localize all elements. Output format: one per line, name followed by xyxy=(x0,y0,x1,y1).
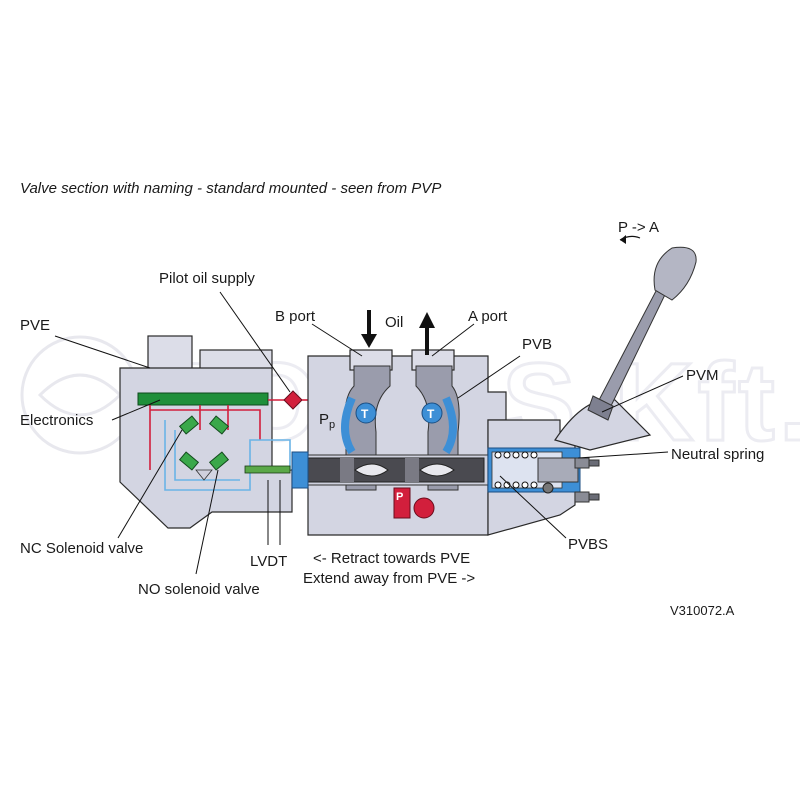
label-no-solenoid-valve: NO solenoid valve xyxy=(138,581,260,598)
reference-code: V310072.A xyxy=(670,603,735,618)
label-pp: Pp xyxy=(319,411,335,431)
electronics-board xyxy=(137,392,269,406)
solenoid-valve-3 xyxy=(178,451,200,471)
tank-port-right xyxy=(421,402,443,424)
lever-handle[interactable] xyxy=(653,246,697,301)
label-a-port: A port xyxy=(468,308,508,325)
label-oil: Oil xyxy=(385,314,403,331)
pressure-label: P xyxy=(396,491,403,503)
solenoid-valve-1 xyxy=(178,415,200,435)
label-pve: PVE xyxy=(20,317,50,334)
label-pvb: PVB xyxy=(522,336,552,353)
tank-label-left: T xyxy=(361,407,369,421)
tank-label-right: T xyxy=(427,407,435,421)
label-electronics: Electronics xyxy=(20,412,93,429)
diagram-title: Valve section with naming - standard mou… xyxy=(20,180,441,197)
label-pvm: PVM xyxy=(686,367,719,384)
solenoid-valves xyxy=(178,415,230,481)
label-nc-solenoid-valve: NC Solenoid valve xyxy=(20,540,143,557)
label-extend: Extend away from PVE -> xyxy=(303,570,475,587)
main-spool xyxy=(307,457,485,483)
solenoid-valve-4 xyxy=(208,451,230,471)
label-retract: <- Retract towards PVE xyxy=(313,550,470,567)
label-neutral-spring: Neutral spring xyxy=(671,446,764,463)
oil-flow-arrows xyxy=(361,310,435,355)
direction-label: P -> A xyxy=(618,219,659,236)
tank-port-left xyxy=(355,402,377,424)
label-pilot-oil-supply: Pilot oil supply xyxy=(159,270,255,287)
leader-lines xyxy=(54,291,684,575)
pvbs-housing xyxy=(487,419,600,536)
lvdt-sensor xyxy=(244,465,291,474)
label-pvbs: PVBS xyxy=(568,536,608,553)
label-lvdt: LVDT xyxy=(250,553,287,570)
pvm-lever[interactable] xyxy=(554,246,697,451)
pvb-body: T T P xyxy=(291,349,507,536)
labels: P -> A Pilot oil supply B port Oil A por… xyxy=(20,219,764,618)
pressure-port xyxy=(393,487,411,519)
label-b-port: B port xyxy=(275,308,316,325)
solenoid-valve-2 xyxy=(208,415,230,435)
pve-housing xyxy=(119,335,293,529)
